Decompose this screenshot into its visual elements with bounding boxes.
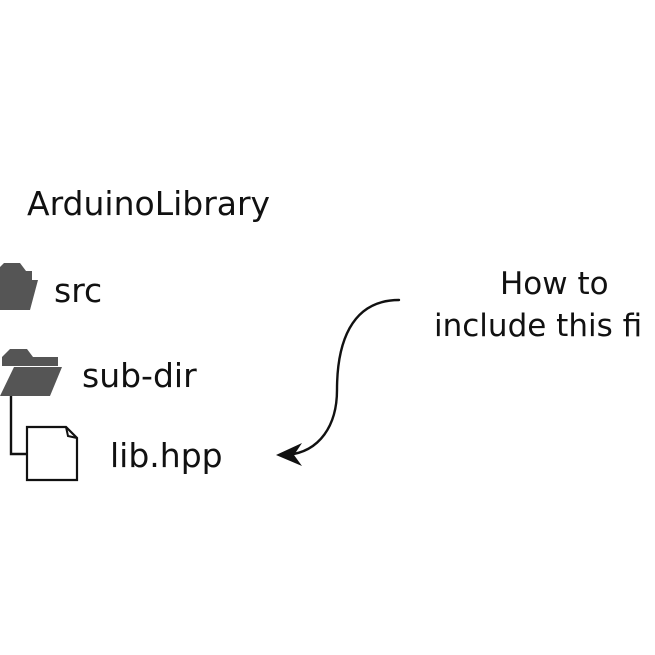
curved-arrow <box>276 298 401 466</box>
annotation-line-1: How to <box>500 266 609 302</box>
annotation-line-2: include this fi <box>434 308 643 344</box>
file-icon <box>25 425 79 482</box>
folder-label-src: src <box>54 271 103 310</box>
tree-connector <box>9 396 27 456</box>
folder-icon <box>0 263 38 310</box>
folder-label-sub-dir: sub-dir <box>82 356 197 395</box>
folder-label-arduinolibrary: ArduinoLibrary <box>27 184 271 223</box>
file-label-lib-hpp: lib.hpp <box>110 436 223 475</box>
folder-icon <box>0 349 62 396</box>
